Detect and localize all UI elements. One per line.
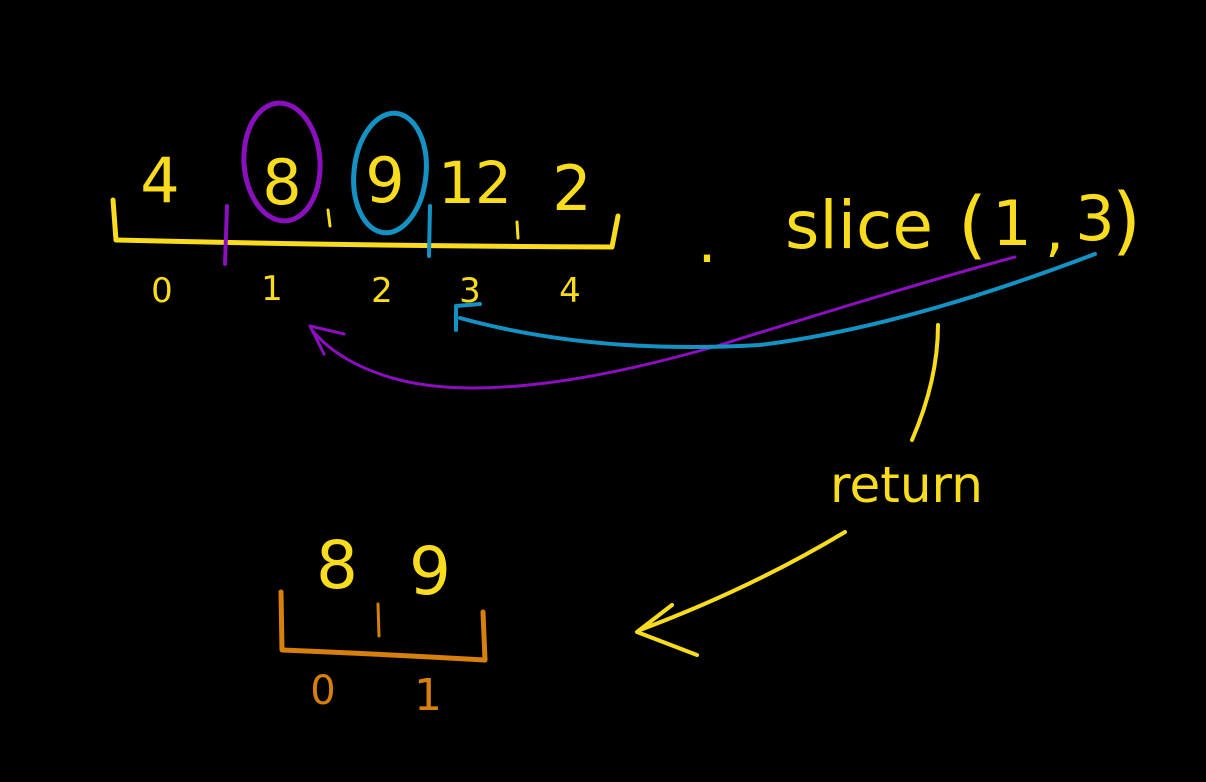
return-stem-line (910, 323, 940, 442)
end-arg-arrowhead (454, 302, 482, 332)
result-index: 0 (310, 668, 335, 714)
argument-arrows (308, 252, 1097, 390)
method-open-paren: ( (958, 182, 987, 268)
source-array: 4 8 9 12 2 0 1 2 3 4 (110, 100, 621, 311)
return-flow: return (635, 323, 983, 657)
return-arrow (638, 530, 847, 632)
source-divider (515, 220, 520, 240)
result-value: 8 (316, 527, 358, 604)
source-value: 4 (140, 144, 179, 217)
result-array-bracket (278, 589, 488, 663)
selected-value-circle-blue (351, 110, 429, 236)
result-array: 8 9 0 1 (278, 527, 488, 721)
result-index: 1 (414, 670, 442, 721)
source-index: 2 (371, 271, 393, 311)
source-index: 4 (559, 271, 581, 311)
source-value: 12 (438, 149, 512, 217)
method-call: . slice ( 1 , 3 ) (697, 178, 1140, 277)
result-value: 9 (409, 533, 451, 610)
slice-start-marker (223, 204, 229, 266)
return-label: return (830, 456, 983, 514)
start-arg-arrow (310, 255, 1017, 390)
end-arg-arrow (458, 252, 1097, 349)
source-divider (326, 208, 332, 228)
source-array-bracket (110, 197, 621, 250)
result-divider (376, 602, 381, 638)
method-close-paren: ) (1112, 178, 1141, 264)
start-arg-arrowhead (308, 324, 346, 356)
source-value: 9 (365, 144, 404, 217)
return-arrowhead (635, 603, 699, 657)
source-value: 2 (552, 152, 591, 225)
selected-value-circle-purple (241, 100, 323, 224)
source-index: 1 (261, 269, 283, 309)
method-end-arg: 3 (1075, 182, 1114, 255)
method-name: slice (785, 187, 933, 264)
source-value: 8 (262, 146, 301, 219)
method-start-arg: 1 (992, 187, 1031, 260)
source-index: 0 (151, 271, 173, 311)
slice-end-marker (427, 204, 432, 258)
method-dot: . (697, 207, 716, 277)
method-comma: , (1045, 195, 1064, 265)
source-index: 3 (459, 271, 481, 311)
